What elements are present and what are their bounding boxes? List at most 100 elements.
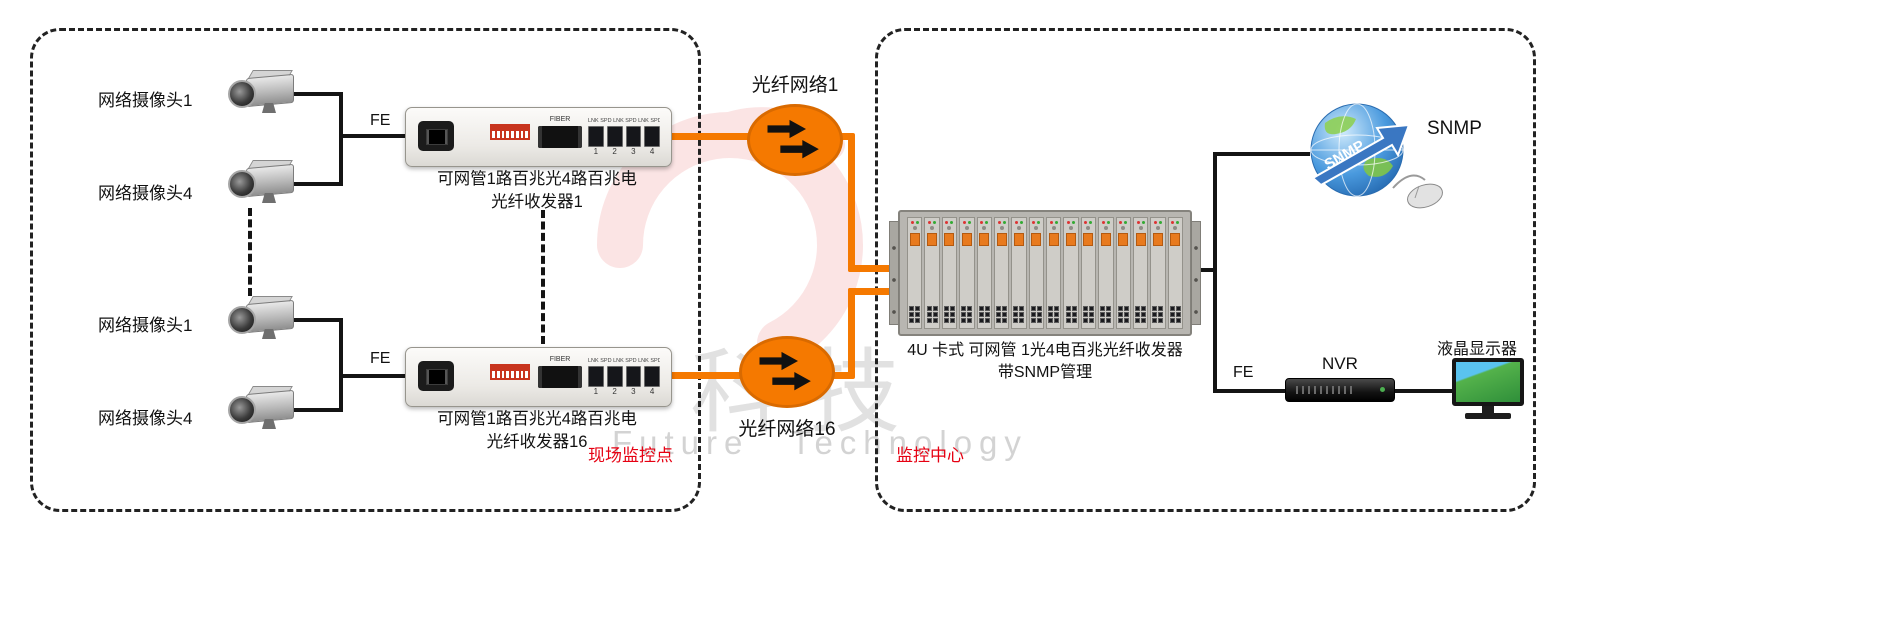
converter16-caption: 可网管1路百兆光4路百兆电 光纤收发器16	[392, 408, 682, 454]
converters-continuation-dashes	[541, 210, 545, 344]
fiber-port-label: FIBER	[549, 116, 571, 123]
port-led-labels: LNK SPD LNK SPD LNK SPD LNK SPD	[588, 118, 660, 124]
rack-card	[1063, 217, 1079, 329]
rj45-port: 4	[644, 366, 660, 396]
monitor-stand	[1482, 406, 1494, 413]
camera-icon	[222, 160, 300, 210]
rack-caption-line2: 带SNMP管理	[997, 364, 1093, 382]
cable-to-nvr	[1215, 389, 1287, 393]
cable-trunk	[1213, 152, 1217, 393]
mouse-icon	[1407, 183, 1443, 209]
rack-card	[1011, 217, 1027, 329]
nvr-device	[1285, 378, 1395, 402]
rack-caption-line1: 4U 卡式 可网管 1光4电百兆光纤收发器	[907, 342, 1183, 359]
cable-to-converter1	[339, 134, 405, 138]
snmp-label: SNMP	[1427, 118, 1482, 139]
camera-icon	[222, 296, 300, 346]
rj45-port: 2	[606, 366, 623, 396]
power-inlet-icon	[418, 121, 454, 151]
rj45-port: 3	[625, 366, 642, 396]
rack-card	[1098, 217, 1114, 329]
monitor-base	[1465, 413, 1511, 419]
site-zone-label: 现场监控点	[588, 446, 673, 465]
power-inlet-icon	[418, 361, 454, 391]
center-zone-label: 监控中心	[896, 446, 964, 465]
rack-card	[959, 217, 975, 329]
camera3-label: 网络摄像头1	[98, 316, 193, 335]
port-number: 3	[631, 387, 636, 396]
camera1-label: 网络摄像头1	[98, 91, 193, 110]
converter1-caption: 可网管1路百兆光4路百兆电 光纤收发器1	[392, 168, 682, 214]
fiber-line-16-vertical	[848, 288, 855, 379]
fiber-network1-label: 光纤网络1	[751, 75, 839, 96]
fiber-ring-1	[747, 104, 843, 176]
media-converter-1: FIBER LNK SPD LNK SPD LNK SPD LNK SPD 1 …	[405, 107, 672, 167]
fe-label-top: FE	[370, 112, 391, 129]
port-number: 1	[593, 147, 599, 156]
converter16-caption-line1: 可网管1路百兆光4路百兆电	[437, 410, 637, 428]
camera2-label: 网络摄像头4	[98, 184, 193, 203]
cable-camera1	[293, 92, 340, 96]
cable-nvr-to-monitor	[1392, 389, 1454, 393]
rack-card	[941, 217, 958, 329]
fe-label-bottom: FE	[370, 350, 391, 367]
nvr-led	[1380, 387, 1385, 392]
rack-card	[924, 217, 940, 329]
fiber-ring-16	[739, 336, 835, 408]
rj45-ports: 1 2 3 4	[588, 126, 660, 156]
rack-card	[1150, 217, 1166, 329]
cable-bus-bottom	[339, 318, 343, 412]
rack-chassis	[889, 210, 1201, 336]
port-led-labels: LNK SPD LNK SPD LNK SPD LNK SPD	[588, 358, 660, 364]
nvr-label: NVR	[1322, 354, 1358, 373]
rack-card	[993, 217, 1010, 329]
port-number: 2	[612, 147, 617, 156]
rack-caption: 4U 卡式 可网管 1光4电百兆光纤收发器 带SNMP管理	[880, 340, 1210, 384]
dip-switch-icon	[490, 124, 530, 140]
camera-icon	[222, 386, 300, 436]
cable-to-snmp	[1215, 152, 1310, 156]
fiber-line-1-to-rack	[848, 265, 900, 272]
rj45-port: 1	[588, 126, 604, 156]
monitor-screen	[1452, 358, 1524, 406]
cable-camera4	[293, 408, 340, 412]
rack-card	[1080, 217, 1097, 329]
fiber-line-16-to-rack	[848, 288, 900, 295]
converter1-caption-line2: 光纤收发器1	[491, 192, 583, 211]
fiber-arrows-icon	[759, 351, 811, 391]
snmp-globe-icon: SNMP	[1310, 103, 1443, 209]
mouse-cable-icon	[1392, 174, 1426, 189]
site-zone-border	[30, 28, 701, 512]
rack-card	[1046, 217, 1062, 329]
rack-card	[1028, 217, 1044, 329]
cable-camera3	[293, 318, 340, 322]
fiber-network16-label: 光纤网络16	[738, 419, 836, 440]
nvr-vents	[1296, 386, 1354, 394]
fiber-port-icon	[538, 126, 582, 148]
fiber-port-icon	[538, 366, 582, 388]
rack-card	[1167, 217, 1183, 329]
port-number: 2	[612, 387, 617, 396]
rj45-port: 3	[625, 126, 642, 156]
rack-card	[907, 217, 923, 329]
camera-icon	[222, 70, 300, 120]
monitor-label: 液晶显示器	[1437, 341, 1518, 358]
rj45-ports: 1 2 3 4	[588, 366, 660, 396]
port-number: 1	[593, 387, 599, 396]
cable-camera2	[293, 182, 340, 186]
rj45-port: 2	[606, 126, 623, 156]
cable-rack-to-trunk	[1188, 268, 1215, 272]
converter1-caption-line1: 可网管1路百兆光4路百兆电	[437, 170, 637, 188]
rack-card	[976, 217, 992, 329]
port-number: 4	[649, 147, 655, 156]
cameras-continuation-dashes	[248, 208, 252, 296]
fe-label-nvr: FE	[1233, 364, 1254, 381]
rj45-port: 1	[588, 366, 604, 396]
rack-slots	[907, 217, 1183, 329]
camera4-label: 网络摄像头4	[98, 409, 193, 428]
port-number: 3	[631, 147, 636, 156]
rack-ear-left	[889, 221, 899, 325]
port-number: 4	[649, 387, 655, 396]
rack-card	[1115, 217, 1131, 329]
rack-card	[1132, 217, 1149, 329]
